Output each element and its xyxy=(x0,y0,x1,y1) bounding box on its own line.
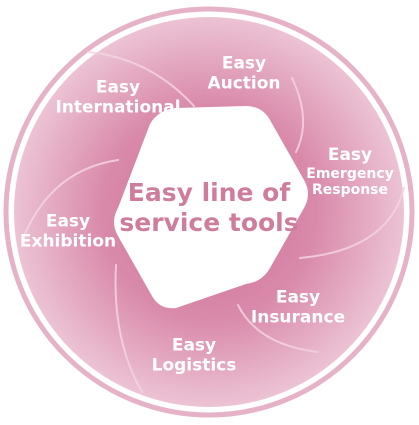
divider-exhibition-international xyxy=(23,159,119,237)
divider-international-auction xyxy=(87,51,195,107)
divider-auction-emergency xyxy=(291,77,305,153)
segment-emergency-line3: Response xyxy=(311,181,389,198)
segment-international[interactable]: Easy International xyxy=(55,78,180,117)
divider-insurance-logistics xyxy=(237,304,319,353)
center-hexagon xyxy=(114,106,308,309)
segment-international-line2: International xyxy=(55,97,181,117)
segment-insurance[interactable]: Easy Insurance xyxy=(251,288,345,327)
center-title-line2: service tools xyxy=(119,208,299,237)
segment-international-line1: Easy xyxy=(95,77,141,98)
segment-insurance-line2: Insurance xyxy=(250,307,346,327)
segment-exhibition-line2: Exhibition xyxy=(19,231,117,251)
segment-emergency-response[interactable]: Easy Emergency Response xyxy=(306,146,393,198)
segment-emergency-line2: Emergency xyxy=(306,165,394,182)
segment-exhibition-line1: Easy xyxy=(45,211,91,232)
center-title-line1: Easy line of xyxy=(127,178,291,207)
segment-auction-line1: Easy xyxy=(221,53,267,74)
segment-insurance-line1: Easy xyxy=(275,287,321,308)
segment-auction-line2: Auction xyxy=(207,73,281,93)
center-title: Easy line of service tools xyxy=(119,178,298,238)
segment-auction[interactable]: Easy Auction xyxy=(207,54,280,93)
segment-logistics-line2: Logistics xyxy=(151,355,237,375)
segment-emergency-line1: Easy xyxy=(327,145,373,166)
divider-logistics-exhibition xyxy=(114,264,143,393)
segment-logistics-line1: Easy xyxy=(171,335,217,356)
segment-logistics[interactable]: Easy Logistics xyxy=(152,336,237,375)
segment-exhibition[interactable]: Easy Exhibition xyxy=(20,212,116,251)
divider-emergency-insurance xyxy=(299,187,405,259)
